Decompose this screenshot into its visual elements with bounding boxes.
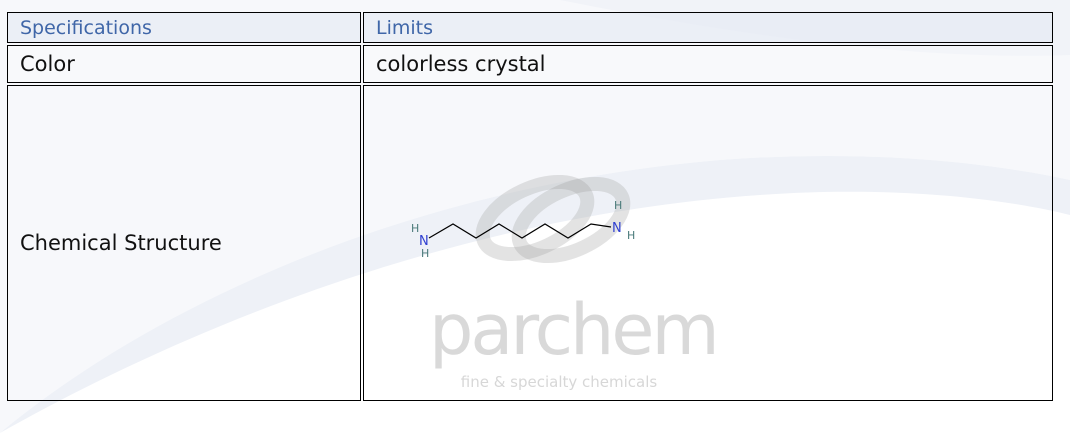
spec-cell-chemical-structure: Chemical Structure [7,85,361,401]
limit-cell-color: colorless crystal [363,45,1053,83]
carbon-chain-bonds [428,223,612,239]
atom-n-right: N [612,221,622,236]
atom-h-right-above: H [614,199,622,212]
table-row-chemical-structure: Chemical Structure H N H H N H [7,85,1053,401]
header-specifications: Specifications [7,12,361,43]
header-limits: Limits [363,12,1053,43]
table-row-color: Color colorless crystal [7,45,1053,83]
atom-h-right: H [627,229,635,242]
spec-cell-color: Color [7,45,361,83]
atom-n-left: N [419,234,429,249]
specifications-table: Specifications Limits Color colorless cr… [5,10,1055,403]
table-header-row: Specifications Limits [7,12,1053,43]
atom-h-left: H [411,222,419,235]
atom-h-left-below: H [421,247,429,260]
limit-cell-chemical-structure: H N H H N H [363,85,1053,401]
hexamethylenediamine-structure: H N H H N H [411,199,635,260]
